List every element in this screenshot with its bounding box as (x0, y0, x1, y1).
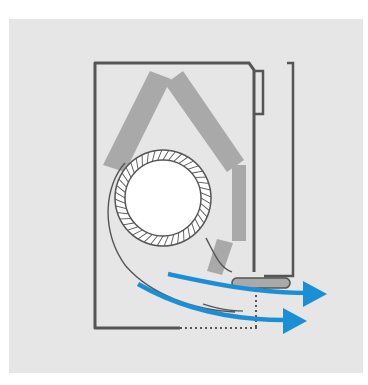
fan-blade (156, 235, 164, 246)
fan-blade (191, 170, 203, 174)
heatpipe-block-tail (207, 239, 233, 275)
fan-blade (197, 181, 209, 184)
heatpipe-block-lower (232, 165, 246, 241)
fan-blade (135, 158, 139, 170)
fan-blade (143, 234, 153, 243)
fan-blade (173, 153, 183, 162)
fan-blade (117, 212, 129, 215)
fan-blade (118, 178, 127, 188)
fan-blade (123, 222, 135, 226)
fan-blade (125, 167, 132, 178)
fan-blade (130, 162, 135, 174)
fan-blade (187, 226, 191, 238)
fan-blade (121, 172, 129, 183)
fan-blade (146, 152, 149, 164)
fan-blade (115, 205, 127, 210)
airflow-arrowhead-upper (303, 281, 327, 307)
side-tab-icon (253, 69, 265, 116)
small-guide-curve (202, 303, 244, 312)
fan-blade (115, 191, 126, 199)
fan-blade (200, 203, 210, 211)
fan-blade (199, 208, 208, 218)
fan-blade (132, 229, 143, 236)
fan-blade (116, 185, 126, 193)
fan-blade (151, 150, 156, 162)
heat-sink-plate (231, 277, 291, 289)
fan-blade (127, 226, 139, 231)
fan-blade (194, 218, 201, 229)
fan-blade (114, 198, 126, 204)
fan-housing-inner-curve (205, 237, 233, 273)
fan-blade (199, 186, 211, 191)
fan-blade (157, 149, 163, 161)
fan-blade (187, 165, 199, 170)
side-panel-bracket-icon (264, 61, 295, 278)
fan-blade (150, 235, 158, 245)
fan-housing-scroll (107, 162, 236, 313)
blower-fan-icon (114, 149, 212, 247)
airflow-arrows (136, 271, 327, 334)
fan-blade (191, 222, 196, 234)
fan-blade (170, 234, 175, 246)
airflow-arrow-icon (136, 282, 286, 323)
fan-blade (197, 213, 205, 224)
airflow-arrowhead-lower (283, 308, 307, 334)
fan-blade (200, 197, 211, 205)
fan-blade (168, 151, 176, 161)
fan-blade (183, 160, 194, 167)
fan-blade (178, 156, 189, 164)
fan-blade (163, 235, 169, 247)
fan-blade (162, 150, 170, 161)
enclosure-outline (93, 61, 256, 330)
airflow-arrow-icon (167, 271, 311, 296)
heatpipe-block-right (165, 71, 244, 172)
heatpipe-assembly-icon (103, 71, 291, 289)
fan-blade (137, 232, 148, 240)
fan-blade (177, 232, 180, 244)
fan-blade (200, 192, 212, 198)
heatpipe-block-left (103, 71, 171, 172)
